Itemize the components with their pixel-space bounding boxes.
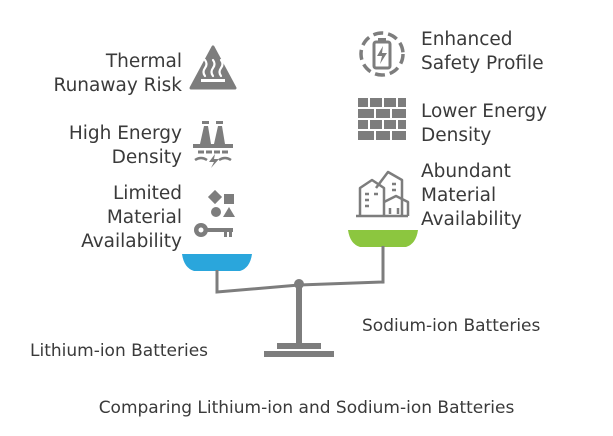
left-side-title: Lithium-ion Batteries [30,341,209,361]
right-side-title: Sodium-ion Batteries [362,316,541,336]
brick-wall-icon [358,98,406,140]
hot-surface-warning-icon [189,45,237,90]
base-top [277,343,321,349]
buildings-stack-icon [356,170,410,218]
pivot [294,279,304,289]
pillar [296,285,302,343]
key-and-shapes-icon [194,190,235,237]
right-pan [348,230,418,247]
base-bottom [264,351,334,357]
diagram-caption: Comparing Lithium-ion and Sodium-ion Bat… [98,398,515,418]
power-plant-icon [193,121,233,168]
left-pan [182,254,252,271]
battery-safety-icon [359,31,405,77]
